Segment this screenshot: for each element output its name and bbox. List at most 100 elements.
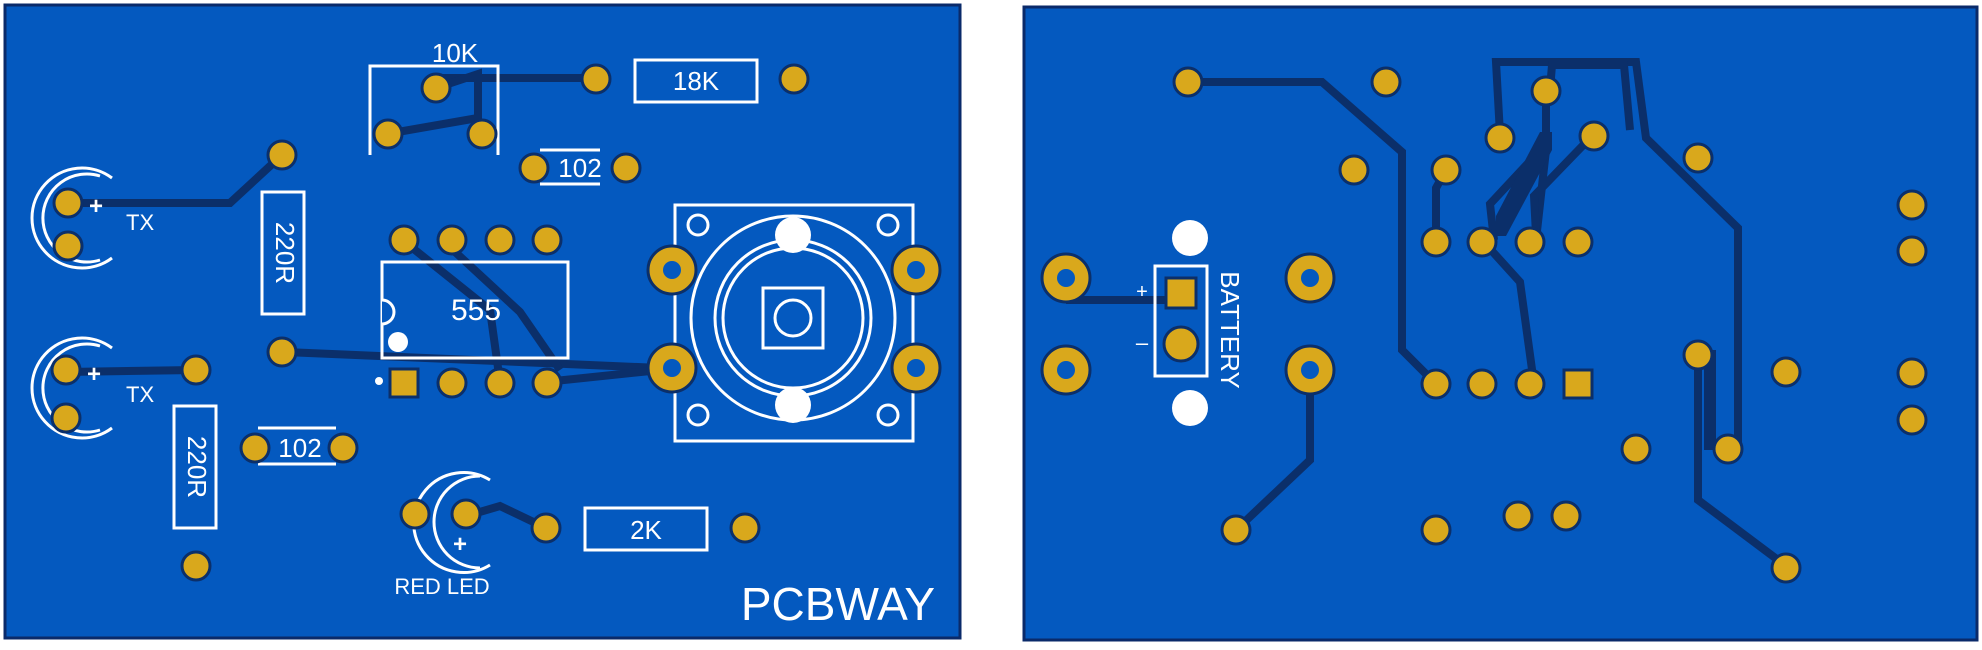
ic555-notch <box>381 298 396 326</box>
pad <box>50 354 82 386</box>
label-tx-bottom: TX <box>126 382 154 407</box>
ic-pin-square <box>388 367 420 399</box>
label-220r-top: 220R <box>270 222 300 284</box>
back-trace <box>1188 78 1439 387</box>
polarity-plus-led: + <box>453 531 467 558</box>
front-trace <box>544 366 661 386</box>
pad <box>372 118 404 150</box>
back-board: + – BATTERY <box>1022 5 1979 642</box>
pad <box>1484 122 1516 154</box>
polarity-plus-tx1: + <box>89 193 103 220</box>
pad <box>52 230 84 262</box>
pad <box>1896 235 1928 267</box>
pad <box>1370 66 1402 98</box>
battery-pad-square <box>1164 276 1198 310</box>
r18k-outline <box>633 58 759 104</box>
brand-pcbway: PCBWAY <box>741 578 935 630</box>
back-trace <box>1479 237 1538 385</box>
ic555-pin1-dot <box>388 332 408 352</box>
label-102-top: 102 <box>558 153 601 183</box>
pad <box>1550 500 1582 532</box>
pin1-marker-dot <box>375 377 383 385</box>
encoder-corner-hole <box>686 403 710 427</box>
label-2k: 2K <box>630 515 662 545</box>
battery-plus-mark: + <box>1136 281 1148 303</box>
back-pads <box>1040 66 1928 584</box>
battery-minus-mark: – <box>1136 330 1149 355</box>
back-trace <box>1491 58 1742 450</box>
ic-pin <box>1562 226 1594 258</box>
pad <box>1896 357 1928 389</box>
pad <box>180 354 212 386</box>
encoder-shaft-square <box>761 286 825 350</box>
front-drill-holes <box>663 261 925 377</box>
ic-pin <box>531 367 563 399</box>
back-trace <box>1529 131 1597 235</box>
pad <box>530 512 562 544</box>
encoder-shaft-circle <box>773 298 813 338</box>
polarity-plus-tx2: + <box>87 361 101 388</box>
drill-hole <box>1301 269 1319 287</box>
pad <box>778 63 810 95</box>
drill-hole <box>1057 361 1075 379</box>
label-10k: 10K <box>432 38 479 68</box>
pad <box>1530 75 1562 107</box>
drill-hole <box>1057 269 1075 287</box>
back-trace <box>1694 350 1789 570</box>
label-battery: BATTERY <box>1215 271 1245 389</box>
front-silkscreen <box>30 58 915 574</box>
label-red-led: RED LED <box>394 574 489 599</box>
pad <box>729 512 761 544</box>
ic-pin <box>388 224 420 256</box>
ic-pin <box>484 367 516 399</box>
back-trace-fill <box>1704 350 1716 450</box>
pad <box>266 336 298 368</box>
pad <box>420 72 452 104</box>
r220b-outline <box>172 404 218 530</box>
battery-outline <box>1153 264 1209 378</box>
front-trace <box>385 68 482 138</box>
r220a-outline <box>260 190 306 316</box>
pad <box>1682 142 1714 174</box>
ic-pin <box>436 367 468 399</box>
front-trace <box>65 366 197 376</box>
battery-pad <box>1162 325 1200 363</box>
pad <box>1578 120 1610 152</box>
pad <box>1770 356 1802 388</box>
rotary-encoder-outline <box>673 203 915 443</box>
front-board-substrate <box>3 3 962 640</box>
label-tx-top: TX <box>126 210 154 235</box>
drill-hole <box>907 359 925 377</box>
drill-hole <box>907 261 925 279</box>
drill-hole <box>1301 361 1319 379</box>
ic-pin <box>1466 368 1498 400</box>
front-board: 10K 18K 102 220R 555 TX TX 220R 102 2K R… <box>3 3 962 640</box>
pad <box>1172 66 1204 98</box>
ic-pin <box>1466 226 1498 258</box>
tx1-outline <box>30 166 113 270</box>
pad <box>1712 433 1744 465</box>
ic-pin <box>1514 226 1546 258</box>
ic-pin-square <box>1562 368 1594 400</box>
encoder-mount-hole <box>775 387 811 423</box>
back-drill-holes <box>1057 269 1319 379</box>
label-555: 555 <box>451 294 501 327</box>
encoder-corner-hole <box>876 403 900 427</box>
pad <box>1770 552 1802 584</box>
ic-pin <box>1420 368 1452 400</box>
back-traces <box>1066 58 1789 570</box>
back-trace <box>1233 370 1314 533</box>
back-trace-fill <box>1496 132 1552 236</box>
encoder-corner-hole <box>876 213 900 237</box>
ic-pin <box>484 224 516 256</box>
pad <box>399 498 431 530</box>
pad <box>1502 500 1534 532</box>
front-pads <box>50 63 942 582</box>
label-102-bottom: 102 <box>278 433 321 463</box>
pad <box>180 550 212 582</box>
drill-hole <box>663 261 681 279</box>
battery-mount-hole <box>1172 220 1208 256</box>
pad <box>450 498 482 530</box>
front-trace <box>70 152 285 207</box>
